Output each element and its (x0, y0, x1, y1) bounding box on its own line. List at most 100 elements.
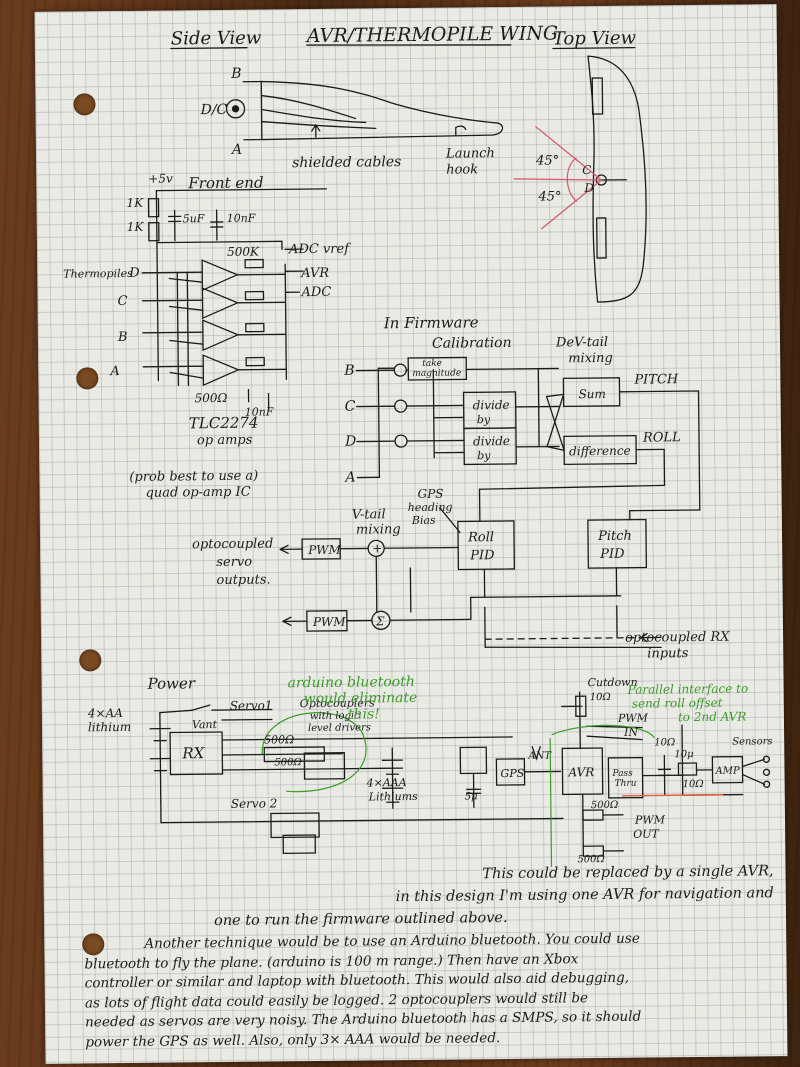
pw-green-1: arduino bluetooth (287, 674, 414, 691)
side-label-dc: D/C (199, 102, 227, 118)
pw-pwm-in-2: IN (623, 726, 638, 739)
fw-divide-1a: divide (473, 398, 510, 412)
fe-opamp-part: TLC2274 (189, 414, 259, 433)
fw-take-1: take (422, 359, 442, 369)
fw-servo-1: optocoupled (192, 536, 273, 552)
sensor-angle-lines (513, 126, 602, 230)
fw-rx-in-1: optocoupled RX (625, 630, 730, 646)
fw-roll-pid-1: Roll (467, 530, 494, 545)
fw-in-a: A (343, 470, 355, 486)
pw-pass-1: Pass (611, 769, 633, 779)
fe-adc-vref: ADC vref (288, 242, 351, 258)
fw-divide-2b: by (477, 449, 491, 462)
roll-pid-block (457, 520, 516, 571)
side-label-hook-1: Launch (445, 146, 495, 162)
firmware-flow-diagram (279, 356, 701, 649)
fe-supply: +5v (148, 171, 173, 185)
fw-gps-1: GPS (418, 487, 444, 501)
fw-gps-3: Bias (411, 514, 436, 527)
fe-c2: 10nF (227, 212, 256, 225)
pw-r500d: 500Ω (577, 854, 605, 865)
fe-c-out: 10nF (245, 405, 274, 418)
pw-pwm-out-2: OUT (633, 827, 660, 840)
top-angle-2: 45° (537, 189, 561, 204)
top-label-c: C (582, 163, 591, 177)
fw-pitch-pid-1: Pitch (597, 529, 632, 544)
fe-r1: 1K (126, 196, 144, 210)
fw-roll-pid-2: PID (469, 548, 495, 563)
fw-pwm-1: PWM (307, 543, 342, 557)
fw-divide-2a: divide (473, 434, 510, 448)
side-label-b: B (230, 66, 241, 82)
fe-opamp-desc: op amps (197, 433, 253, 449)
orange-power-path (622, 794, 724, 797)
pw-servo2: Servo 2 (231, 796, 278, 810)
pw-r500c: 500Ω (591, 800, 619, 811)
pw-pwm-out-1: PWM (634, 813, 666, 826)
fe-adc: ADC (300, 285, 331, 300)
fw-in-b: B (343, 363, 354, 379)
pw-battery-2: lithium (88, 720, 131, 734)
pw-parallel-1: Parallel interface to (627, 681, 749, 696)
fw-servo-2: servo (216, 555, 252, 570)
fe-c1: 5uF (183, 212, 205, 225)
fw-delta-mix-1: DeV-tail (555, 335, 608, 351)
pw-battery2-1: 4×AAA (366, 776, 407, 789)
fw-delta-mix-2: mixing (568, 351, 613, 366)
fw-calibration: Calibration (432, 335, 512, 352)
fe-r-gain: 500K (227, 245, 260, 259)
top-label-d: D (583, 181, 594, 195)
fw-sigma: Σ (375, 614, 385, 628)
pw-ant: ANT (527, 751, 552, 762)
pw-opto-3: level drivers (308, 722, 371, 734)
fe-r2: 1K (127, 220, 145, 234)
pw-parallel-3: to 2nd AVR (678, 709, 747, 724)
pw-pwm-in-1: PWM (617, 712, 649, 725)
pw-r10a: 10Ω (590, 692, 611, 703)
fw-in-c: C (345, 399, 356, 415)
front-end-heading: Front end (187, 174, 263, 193)
pw-r10c: 10Ω (683, 779, 704, 790)
fe-in-a: A (109, 364, 120, 379)
pw-c10u: 10μ (674, 749, 693, 760)
fe-note-1: (prob best to use a) (129, 469, 258, 485)
fe-in-d: D (128, 266, 140, 281)
avr-note: This could be replaced by a single AVR, … (214, 860, 774, 931)
pw-r10b: 10Ω (654, 737, 675, 748)
pw-gps: GPS (500, 767, 524, 780)
side-label-a: A (230, 142, 242, 158)
fw-pitch: PITCH (633, 372, 679, 387)
fw-sum: Sum (578, 387, 605, 401)
pw-opto-2: with logic (310, 711, 360, 723)
fw-in-d: D (344, 434, 356, 450)
pw-r500a: 500Ω (264, 733, 294, 746)
pw-cutdown: Cutdown (587, 676, 637, 690)
pw-green-3: this! (348, 706, 380, 722)
top-view-wing (587, 55, 647, 303)
top-view-heading: Top View (553, 28, 637, 50)
divide-block-2 (463, 427, 517, 466)
fw-divide-1b: by (477, 413, 491, 426)
fw-pitch-pid-2: PID (599, 547, 625, 562)
fw-rx-in-2: inputs (647, 646, 689, 661)
pw-r500b: 500Ω (274, 757, 302, 768)
arduino-note: Another technique would be to use an Ard… (84, 928, 765, 1052)
fe-r-in: 500Ω (194, 391, 227, 405)
fw-roll: ROLL (642, 430, 681, 445)
fw-vtail-2: mixing (356, 522, 401, 537)
pw-amp: AMP (714, 766, 740, 777)
pw-servo1: Servo1 (230, 698, 273, 712)
fw-difference: difference (569, 444, 631, 459)
fw-plus: + (372, 541, 382, 555)
top-angle-1: 45° (535, 153, 559, 168)
fe-in-c: C (117, 294, 127, 309)
fw-servo-3: outputs. (216, 572, 270, 588)
pw-vant: Vant (192, 718, 218, 731)
green-annotations (261, 712, 655, 868)
side-label-hook-2: hook (446, 162, 478, 177)
pw-rx: RX (181, 744, 205, 762)
firmware-heading: In Firmware (383, 313, 479, 332)
pw-battery-1: 4×AA (87, 706, 124, 720)
schematic-drawing: AVR/THERMOPILE WING Side View Top View B… (63, 22, 773, 868)
pw-parallel-2: send roll offset (632, 696, 723, 711)
